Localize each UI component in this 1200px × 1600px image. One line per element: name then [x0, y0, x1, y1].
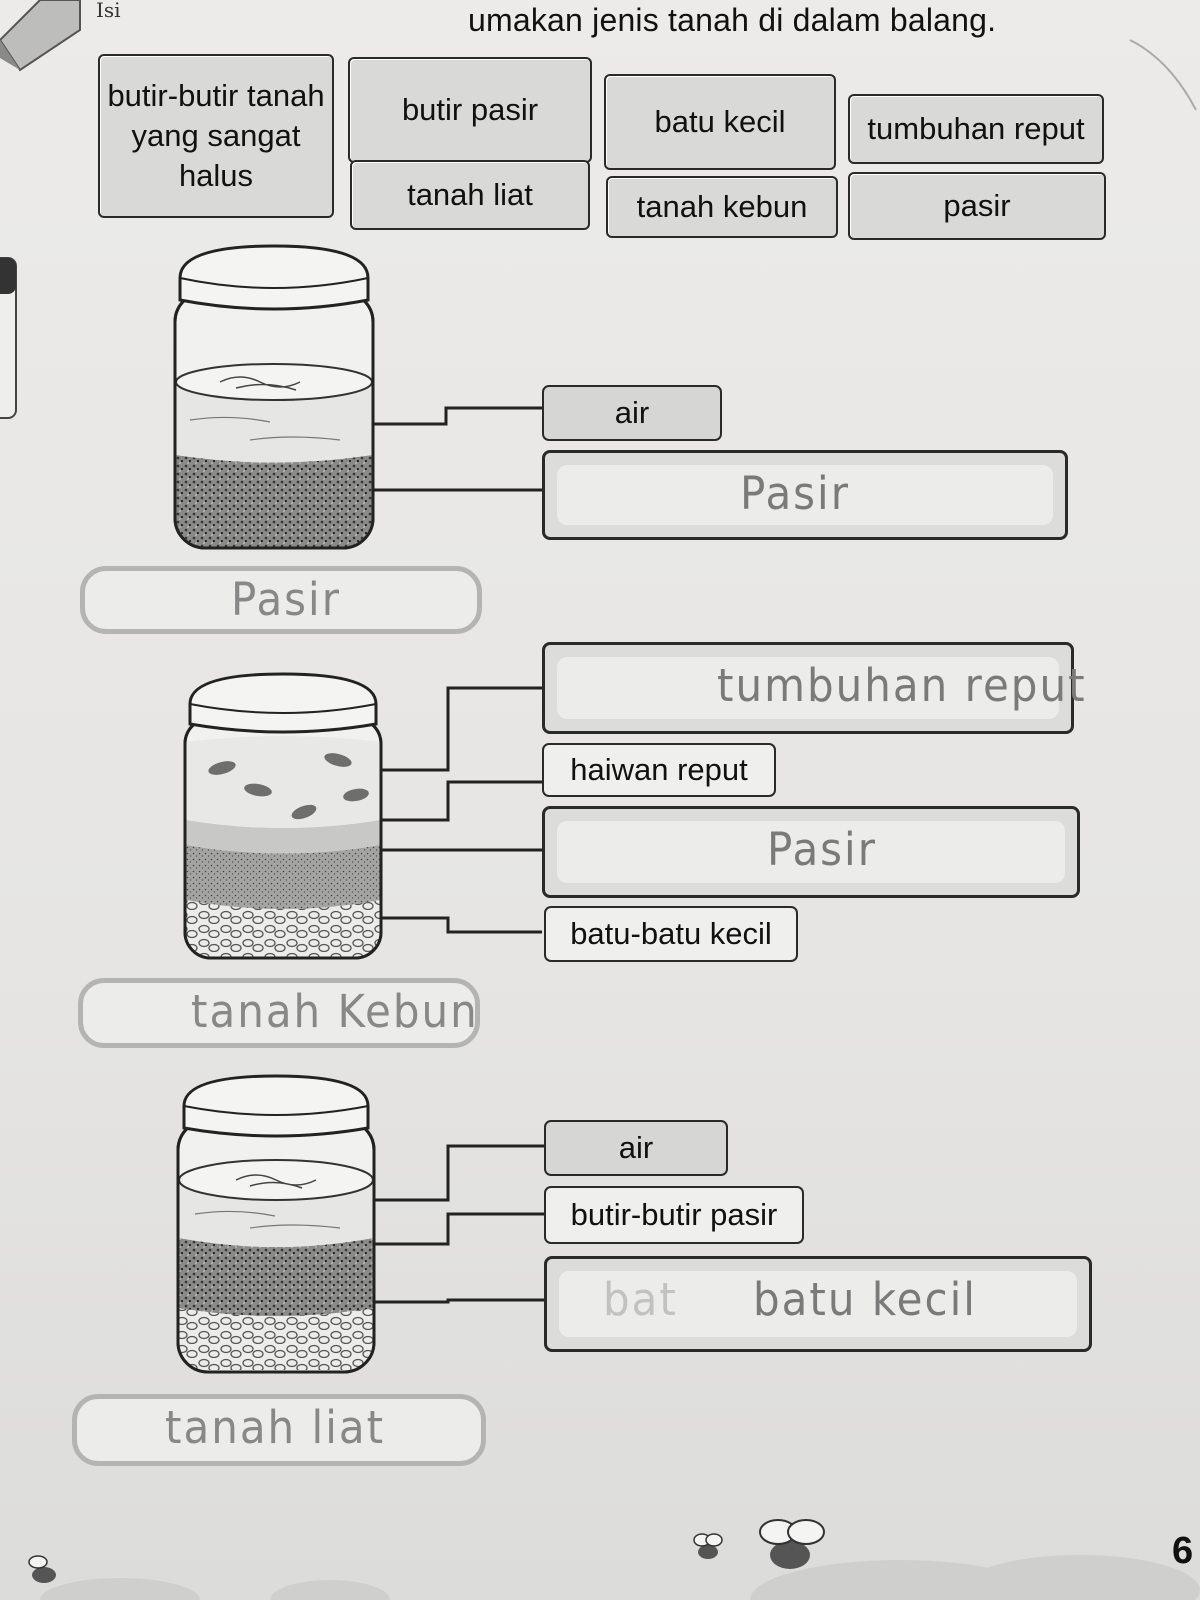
word-bank-box: tumbuhan reput: [848, 94, 1104, 164]
answer-box[interactable]: Pasir: [542, 806, 1080, 898]
jar-name-box[interactable]: tanah Kebun: [78, 978, 480, 1048]
handwritten-answer: Pasir: [740, 467, 850, 520]
word-bank-box: pasir: [848, 172, 1106, 240]
pen-cap-icon: [0, 257, 17, 419]
instruction-text: umakan jenis tanah di dalam balang.: [468, 2, 997, 38]
label-haiwan-reput: haiwan reput: [542, 743, 776, 797]
jar-name-box[interactable]: tanah liat: [72, 1394, 486, 1466]
answer-box[interactable]: Pasir: [542, 450, 1068, 540]
handwritten-answer: tanah liat: [165, 1401, 386, 1454]
pencil-icon: [0, 0, 81, 72]
handwritten-answer: batu kecil: [753, 1273, 977, 1326]
page-number: 6: [1172, 1530, 1194, 1572]
handwritten-answer: Pasir: [767, 823, 877, 876]
word-bank-box: tanah kebun: [606, 176, 838, 238]
bee-icon: [28, 1555, 56, 1583]
word-bank-box: tanah liat: [350, 160, 590, 230]
answer-box[interactable]: bat batu kecil: [544, 1256, 1092, 1352]
erased-handwriting: bat: [603, 1273, 678, 1326]
pencil-mark: [1129, 39, 1197, 111]
jar-name-box[interactable]: Pasir: [80, 566, 482, 634]
label-air: air: [542, 385, 722, 441]
label-batu-batu-kecil: batu-batu kecil: [544, 906, 798, 962]
handwritten-answer: tanah Kebun: [191, 985, 479, 1038]
instruction-prefix: Isi: [96, 0, 121, 22]
handwritten-answer: Pasir: [231, 573, 341, 626]
bee-icon: [693, 1533, 723, 1559]
bottom-cloud-decoration: [40, 1555, 1200, 1600]
label-butir-butir-pasir: butir-butir pasir: [544, 1186, 804, 1244]
word-bank-box: butir-butir tanah yang sangat halus: [98, 54, 334, 218]
label-air: air: [544, 1120, 728, 1176]
word-bank-box: butir pasir: [348, 57, 592, 163]
bee-icon: [759, 1519, 825, 1569]
answer-box[interactable]: tumbuhan reput: [542, 642, 1085, 734]
handwritten-answer: tumbuhan reput: [717, 659, 1087, 712]
word-bank-box: batu kecil: [604, 74, 836, 170]
